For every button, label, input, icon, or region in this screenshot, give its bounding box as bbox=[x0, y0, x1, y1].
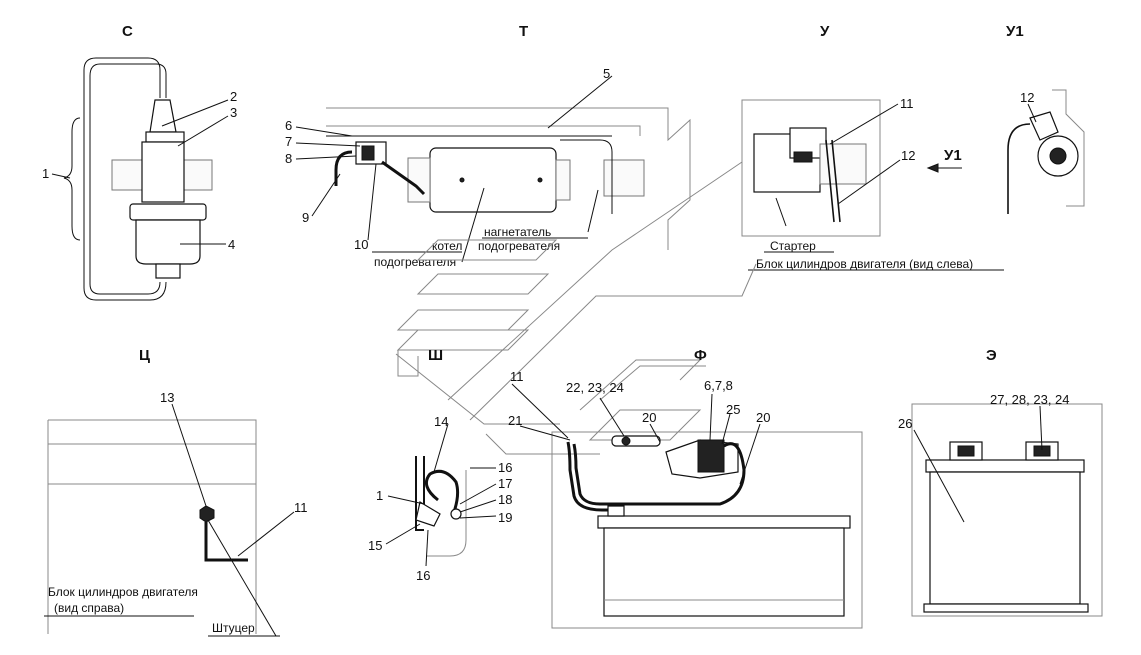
cable-11 bbox=[825, 139, 835, 223]
hose-to-boiler bbox=[381, 160, 426, 196]
label-f-21: 21 bbox=[508, 413, 522, 428]
heater-blower bbox=[603, 159, 645, 197]
view-label-f: Ф bbox=[694, 347, 707, 364]
view-t: Т 5 6 7 8 9 10 котел подогре bbox=[285, 23, 691, 269]
label-t-5: 5 bbox=[603, 66, 610, 81]
battery-e-lid bbox=[925, 459, 1085, 473]
view-label-sh: Ш bbox=[428, 347, 443, 364]
caption-starter: Стартер bbox=[770, 239, 816, 253]
label-u-11: 11 bbox=[900, 96, 914, 111]
view-u: У У1 11 12 Стартер Блок цилиндров двигат… bbox=[741, 23, 1004, 271]
label-c-3: 3 bbox=[230, 105, 237, 120]
label-c-1: 1 bbox=[42, 166, 49, 181]
label-t-10: 10 bbox=[354, 237, 368, 252]
battery-compartment-outline bbox=[911, 403, 1103, 617]
view-f: Ф 11 21 22, 23, 24 20 6,7,8 25 20 bbox=[508, 347, 863, 629]
brace bbox=[63, 117, 81, 241]
wire-loop bbox=[83, 57, 167, 301]
arrow-label-u1: У1 bbox=[944, 147, 962, 164]
sh-sensor bbox=[415, 501, 441, 527]
heater-boiler bbox=[429, 147, 557, 213]
cable-20 bbox=[700, 442, 746, 506]
label-t-8: 8 bbox=[285, 151, 292, 166]
label-u-12: 12 bbox=[901, 148, 915, 163]
battery-box-outline bbox=[551, 431, 863, 629]
label-ts-11: 11 bbox=[294, 500, 308, 515]
label-e-27: 27, 28, 23, 24 bbox=[990, 392, 1070, 407]
view-e: Э 26 27, 28, 23, 24 bbox=[898, 347, 1103, 617]
label-sh-19: 19 bbox=[498, 510, 512, 525]
label-f-25: 25 bbox=[726, 402, 740, 417]
label-sh-1: 1 bbox=[376, 488, 383, 503]
view-u1: У1 12 bbox=[1006, 23, 1085, 214]
label-c-2: 2 bbox=[230, 89, 237, 104]
caption-block-right-2: (вид справа) bbox=[54, 601, 124, 615]
cable-11-ts bbox=[204, 522, 248, 562]
sensor-connector bbox=[149, 99, 177, 133]
view-label-ts: Ц bbox=[139, 347, 150, 364]
sensor-nut bbox=[145, 131, 185, 143]
cable-12 bbox=[1007, 123, 1031, 214]
label-sh-17: 17 bbox=[498, 476, 512, 491]
label-t-6: 6 bbox=[285, 118, 292, 133]
caption-block-right-1: Блок цилиндров двигателя bbox=[48, 585, 198, 599]
label-f-20a: 20 bbox=[642, 410, 656, 425]
label-sh-16b: 16 bbox=[416, 568, 430, 583]
caption-shtutser: Штуцер bbox=[212, 621, 255, 635]
view-ts: Ц 13 11 Блок цилиндров двигателя (вид сп… bbox=[44, 347, 308, 637]
view-label-t: Т bbox=[519, 23, 528, 40]
caption-kotel-1: котел bbox=[432, 239, 462, 253]
label-u1-12: 12 bbox=[1020, 90, 1034, 105]
battery-e-body bbox=[929, 471, 1081, 605]
caption-nagn-1: нагнетатель bbox=[484, 225, 551, 239]
sensor-bracket bbox=[1029, 111, 1059, 141]
wire-loop-inner bbox=[89, 63, 167, 295]
filter-outlet bbox=[155, 263, 181, 279]
label-t-9: 9 bbox=[302, 210, 309, 225]
cable-21 bbox=[572, 443, 700, 506]
view-label-e: Э bbox=[986, 347, 997, 364]
label-sh-18: 18 bbox=[498, 492, 512, 507]
view-sh: Ш 14 1 15 16 16 17 18 19 bbox=[368, 347, 512, 583]
fitting bbox=[199, 505, 215, 523]
frame-outline bbox=[326, 107, 691, 250]
caption-kotel-2: подогревателя bbox=[374, 255, 456, 269]
label-ts-13: 13 bbox=[160, 390, 174, 405]
view-label-u1: У1 bbox=[1006, 23, 1024, 40]
label-sh-15: 15 bbox=[368, 538, 382, 553]
label-sh-14: 14 bbox=[434, 414, 448, 429]
label-sh-16a: 16 bbox=[498, 460, 512, 475]
view-c: С 2 3 4 1 bbox=[42, 23, 237, 301]
view-label-c: С bbox=[122, 23, 133, 40]
caption-nagn-2: подогревателя bbox=[478, 239, 560, 253]
sh-hose bbox=[424, 469, 460, 513]
label-f-11: 11 bbox=[510, 369, 524, 384]
label-c-4: 4 bbox=[228, 237, 235, 252]
filter-cap bbox=[129, 203, 207, 221]
routing-stripes bbox=[395, 161, 757, 455]
engine-block-right-outline bbox=[48, 419, 257, 634]
battery-lid bbox=[597, 515, 851, 529]
hose-9 bbox=[334, 150, 353, 186]
engine-block-outline bbox=[741, 99, 881, 237]
label-f-22: 22, 23, 24 bbox=[566, 380, 624, 395]
view-label-u: У bbox=[820, 23, 830, 40]
label-f-20b: 20 bbox=[756, 410, 770, 425]
label-e-26: 26 bbox=[898, 416, 912, 431]
relay-22 bbox=[611, 435, 661, 447]
battery-body bbox=[603, 527, 845, 617]
sensor-housing bbox=[141, 141, 185, 203]
label-f-678: 6,7,8 bbox=[704, 378, 733, 393]
blower-duct bbox=[560, 139, 613, 214]
filter-body bbox=[135, 219, 201, 265]
label-t-7: 7 bbox=[285, 134, 292, 149]
caption-block-left: Блок цилиндров двигателя (вид слева) bbox=[756, 257, 973, 271]
